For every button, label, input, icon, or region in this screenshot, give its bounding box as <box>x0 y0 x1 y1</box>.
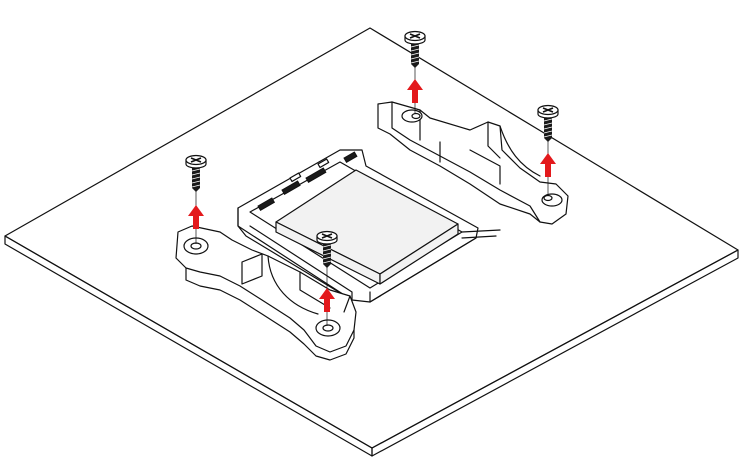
arrow-up <box>407 79 423 103</box>
front-bracket-screw-hole-inner <box>323 325 333 331</box>
rear-bracket-screw-hole-inner <box>544 196 552 201</box>
motherboard-front-right-edge <box>372 250 738 456</box>
screw <box>405 32 425 69</box>
screw <box>186 156 206 193</box>
rear-bracket-screw-hole-inner <box>412 114 420 119</box>
arrow-up <box>188 205 204 229</box>
screw <box>538 106 558 143</box>
arrow-up <box>540 153 556 177</box>
